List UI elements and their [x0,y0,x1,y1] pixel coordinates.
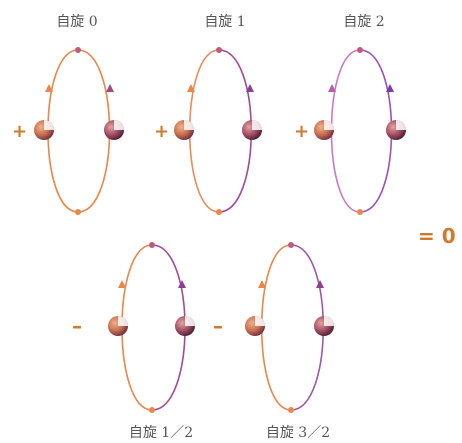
sign-spin-half: – [72,314,82,338]
particle-ball-icon [174,120,194,140]
caption-spin-1: 自旋 1 [204,14,245,30]
diagram-spin-1: 自旋 1 + [154,14,262,215]
particle-ball-icon [242,120,262,140]
particle-ball-icon [314,316,334,336]
vertex-dot [216,209,222,215]
arrow-icon [316,280,324,288]
sign-spin-0: + [12,121,27,142]
vertex-dot [288,407,294,413]
loop-spin-0 [45,47,114,215]
loop-spin-three-halves [258,242,324,413]
caption-spin-2: 自旋 2 [343,14,384,30]
particle-ball-icon [104,120,124,140]
caption-spin-0: 自旋 0 [56,14,97,30]
particle-ball-icon [175,316,195,336]
vertex-dot [75,209,81,215]
diagram-spin-0: 自旋 0 + [12,14,124,215]
vertex-dot [149,242,155,248]
diagram-spin-half: 自旋 1／2 – [72,242,195,441]
sign-spin-three-halves: – [213,314,223,338]
caption-spin-half: 自旋 1／2 [129,425,193,441]
caption-spin-three-halves: 自旋 3／2 [266,425,330,441]
result-equals-zero: = 0 [418,224,456,248]
vertex-dot [149,407,155,413]
sign-spin-2: + [294,121,309,142]
particle-ball-icon [34,120,54,140]
vertex-dot [357,209,363,215]
particle-ball-icon [314,120,334,140]
vertex-dot [357,47,363,53]
particle-ball-icon [245,316,265,336]
particle-ball-icon [108,316,128,336]
vertex-dot [75,47,81,53]
vertex-dot [288,242,294,248]
particle-ball-icon [386,120,406,140]
diagram-spin-three-halves: 自旋 3／2 – [213,242,334,441]
arrow-icon [106,84,114,92]
arrow-icon [118,280,126,288]
arrow-icon [258,280,266,288]
sign-spin-1: + [154,121,169,142]
diagram-spin-2: 自旋 2 + [294,14,406,215]
vertex-dot [216,47,222,53]
loop-spin-2 [328,47,394,215]
